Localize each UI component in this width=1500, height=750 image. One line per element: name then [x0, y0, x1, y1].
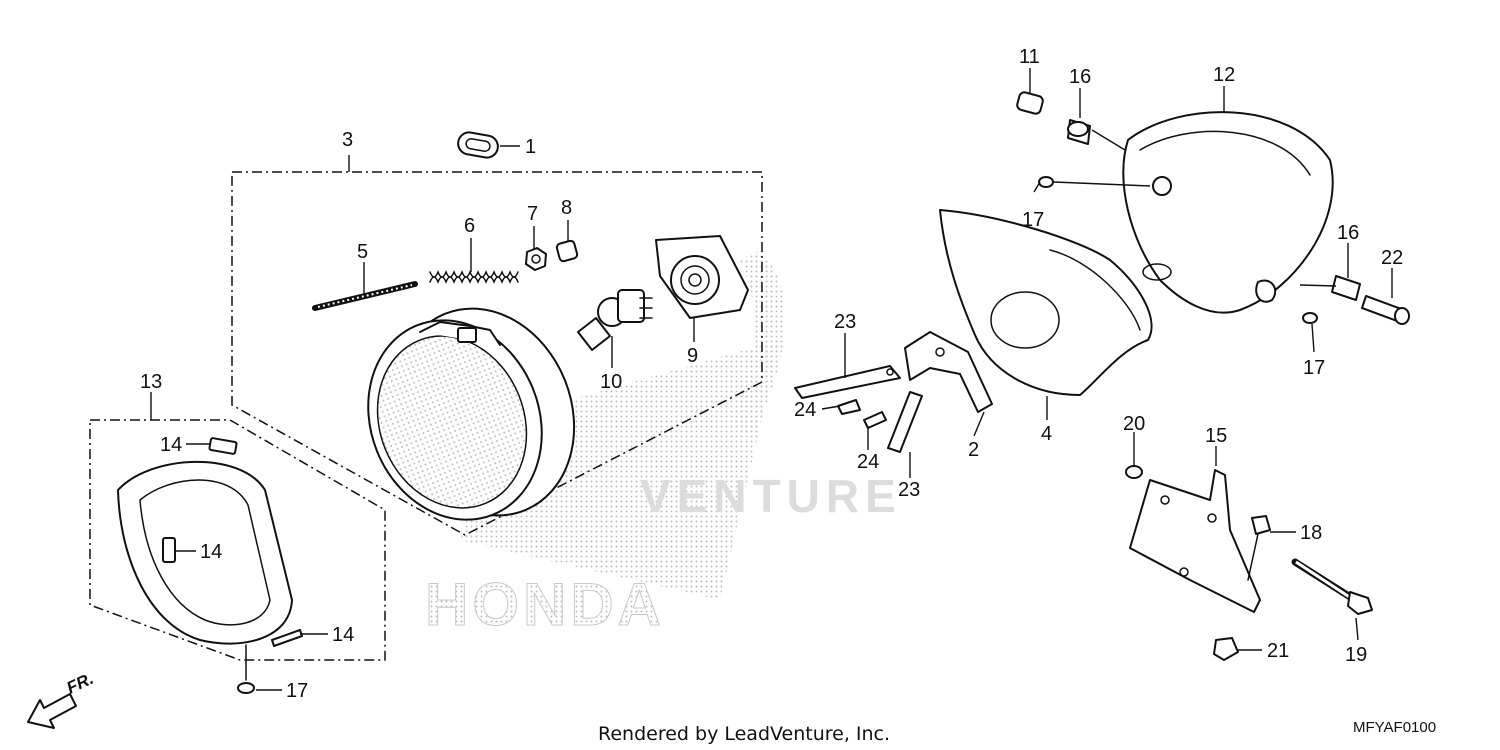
front-direction-label: FR.	[64, 669, 97, 698]
callout-17-top: 17	[1022, 209, 1044, 231]
callout-3: 3	[342, 129, 353, 151]
stay-upper[interactable]	[794, 365, 901, 399]
callout-22: 22	[1381, 247, 1403, 269]
headlight-rim[interactable]	[117, 460, 293, 645]
callout-2: 2	[968, 439, 979, 461]
shell-screw-upper[interactable]	[1038, 176, 1054, 188]
watermark-word: VENTURE	[640, 470, 902, 522]
callout-12: 12	[1213, 64, 1235, 86]
stay-screw-lower[interactable]	[863, 411, 887, 429]
callouts: 1 3 5 6 7 8 9 10 13 14 14 14 17 11 16 12…	[140, 46, 1403, 702]
callout-4: 4	[1041, 423, 1052, 445]
stay-nut[interactable]	[1213, 637, 1239, 661]
callout-23-bottom: 23	[898, 479, 920, 501]
stay-grommet[interactable]	[1125, 465, 1143, 479]
callout-1: 1	[525, 136, 536, 158]
front-direction-arrow-icon	[27, 693, 77, 729]
headlight-assembly-outline	[231, 171, 763, 536]
watermark: VENTURE HONDA	[425, 250, 902, 639]
callout-14-middle: 14	[200, 541, 222, 563]
shell-screw-lower[interactable]	[1302, 312, 1318, 324]
callout-8: 8	[561, 197, 572, 219]
callout-17-right: 17	[1303, 357, 1325, 379]
collar[interactable]	[555, 239, 579, 263]
callout-18: 18	[1300, 522, 1322, 544]
headlight-unit[interactable]	[339, 282, 605, 547]
callout-14-bottom: 14	[332, 624, 354, 646]
adjusting-screw[interactable]	[312, 281, 418, 311]
headlight-case[interactable]	[939, 209, 1153, 396]
rim-clip-bottom[interactable]	[271, 629, 303, 647]
rim-assembly-outline	[89, 419, 386, 661]
callout-16-top: 16	[1069, 66, 1091, 88]
callout-10: 10	[600, 371, 622, 393]
stay-screw-upper[interactable]	[837, 399, 861, 415]
spring[interactable]	[429, 269, 519, 285]
rim-screw[interactable]	[237, 644, 255, 694]
stay-bolt-long[interactable]	[1291, 558, 1373, 615]
callout-14-top: 14	[160, 434, 182, 456]
wing-logo-icon	[460, 250, 786, 600]
shell-bolt-long[interactable]	[1361, 295, 1410, 325]
callout-9: 9	[687, 345, 698, 367]
shell-collar-lower[interactable]	[1331, 275, 1361, 301]
rim-clip-top[interactable]	[208, 437, 238, 455]
callout-24-bottom: 24	[857, 451, 879, 473]
callout-15: 15	[1205, 425, 1227, 447]
shell-bolt[interactable]	[1016, 91, 1044, 115]
footer-credit: Rendered by LeadVenture, Inc.	[598, 723, 890, 745]
callout-13: 13	[140, 371, 162, 393]
diagram-code: MFYAF0100	[1353, 719, 1436, 736]
callout-21: 21	[1267, 640, 1289, 662]
callout-11: 11	[1019, 46, 1040, 68]
callout-23-top: 23	[834, 311, 856, 333]
headlight-shell[interactable]	[1122, 111, 1334, 314]
callout-20: 20	[1123, 413, 1145, 435]
callout-6: 6	[464, 215, 475, 237]
nut[interactable]	[525, 247, 547, 271]
callout-5: 5	[357, 241, 368, 263]
stay-bolt-short[interactable]	[1247, 515, 1271, 581]
shell-collar-upper[interactable]	[1067, 119, 1091, 145]
callout-16-right: 16	[1337, 222, 1359, 244]
mounting-stay[interactable]	[1129, 469, 1261, 613]
callout-24-left: 24	[794, 399, 816, 421]
stay-lower[interactable]	[887, 391, 923, 453]
leader-lines	[150, 68, 1393, 691]
socket-cover[interactable]	[655, 235, 749, 319]
grommet[interactable]	[456, 131, 499, 160]
bulb[interactable]	[577, 289, 653, 351]
rim-clip-middle[interactable]	[162, 537, 176, 563]
callout-17-bottom-left: 17	[286, 680, 308, 702]
watermark-brand: HONDA	[425, 571, 665, 638]
bracket[interactable]	[904, 331, 993, 413]
callout-19: 19	[1345, 644, 1367, 666]
callout-7: 7	[527, 203, 538, 225]
